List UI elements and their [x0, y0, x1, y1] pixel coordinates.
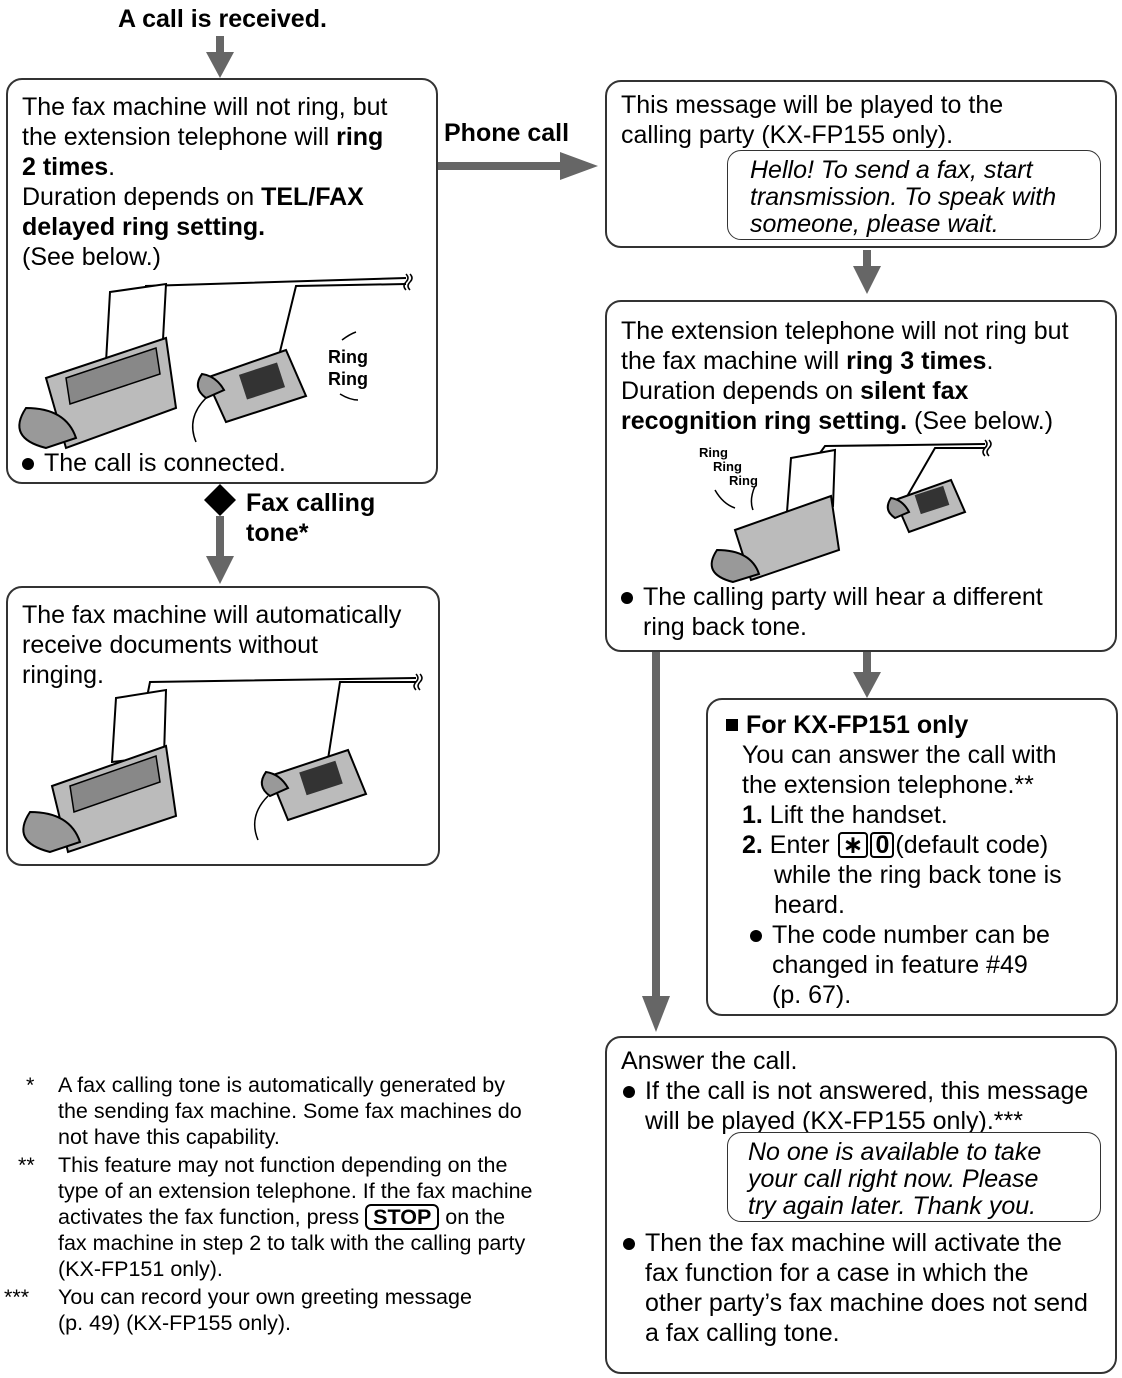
box-phone-ring: The fax machine will not ring, but the e…: [6, 78, 438, 484]
footnote-1: * A fax calling tone is automatically ge…: [26, 1073, 522, 1149]
box-d-emph: ring 3 times: [846, 347, 987, 375]
box-a-line: the extension telephone will: [22, 123, 337, 151]
stop-key-icon: STOP: [365, 1204, 440, 1230]
branch-phone-call-label: Phone call: [444, 119, 570, 147]
box-e-step-cont: heard.: [774, 891, 845, 919]
box-e-bullet: The code number can be: [748, 920, 1116, 950]
footnotes: * A fax calling tone is automatically ge…: [0, 1072, 590, 1336]
box-e-bullet-cont: (p. 67).: [772, 981, 852, 1009]
box-answer-call: Answer the call. If the call is not answ…: [605, 1036, 1117, 1374]
box-c-line: This message will be played to the: [621, 91, 1004, 119]
box-a-emph: TEL/FAX: [261, 183, 364, 211]
box-a-emph: ring: [336, 123, 384, 151]
box-f-bullet: Then the fax machine will activate the: [621, 1228, 1117, 1258]
footnote-2: ** This feature may not function dependi…: [18, 1153, 533, 1281]
box-d-line: The extension telephone will not ring bu…: [621, 317, 1069, 345]
box-e-bullet-cont: changed in feature #49: [772, 951, 1028, 979]
box-f-bullet-cont: fax function for a case in which the: [645, 1259, 1029, 1287]
box-f-bullet: If the call is not answered, this messag…: [621, 1076, 1117, 1106]
box-e-line: the extension telephone.**: [742, 771, 1034, 799]
box-e-step: Enter: [762, 831, 837, 859]
arrow-fax-calling-tone: [204, 484, 236, 584]
square-bullet-icon: [726, 719, 738, 731]
star-key-icon: ∗: [837, 832, 869, 858]
greeting-message-bubble: Hello! To send a fax, start transmission…: [727, 150, 1101, 240]
box-d-bullet: The calling party will hear a different: [619, 582, 1043, 612]
box-fax-receive: The fax machine will automatically recei…: [6, 586, 440, 866]
box-d-line: the fax machine will: [621, 347, 847, 375]
fax-and-phone-illustration: [710, 439, 992, 584]
box-d-bullet-cont: ring back tone.: [643, 613, 807, 641]
box-b-line: ringing.: [22, 661, 104, 689]
box-a-bullet: The call is connected.: [20, 448, 286, 478]
box-a-emph: 2 times: [22, 153, 109, 181]
footnote-3: *** You can record your own greeting mes…: [4, 1285, 472, 1335]
box-e-line: You can answer the call with: [742, 741, 1057, 769]
fax-and-phone-illustration: [22, 673, 423, 854]
box-b-line: The fax machine will automatically: [22, 601, 402, 629]
box-a-line: .: [108, 153, 116, 181]
arrow-box-c-to-box-d: [853, 250, 881, 294]
box-d-emph: recognition ring setting.: [621, 407, 908, 435]
branch-fax-calling-tone-label: Fax calling tone*: [246, 489, 376, 547]
box-e-title: For KX-FP151 only: [746, 711, 969, 739]
ring-text: Ring Ring Ring: [699, 445, 758, 488]
box-c-line: calling party (KX-FP155 only).: [621, 121, 954, 149]
box-silent-fax-recognition: The extension telephone will not ring bu…: [605, 300, 1117, 652]
box-a-emph: delayed ring setting.: [22, 213, 266, 241]
zero-key-icon: 0: [870, 832, 895, 858]
box-greeting-message: This message will be played to the calli…: [605, 80, 1117, 248]
box-kx-fp151-only: For KX-FP151 only You can answer the cal…: [706, 698, 1118, 1016]
box-e-step-cont: while the ring back tone is: [774, 861, 1062, 889]
arrow-phone-call: [438, 152, 598, 180]
arrow-start-to-box-a: [206, 36, 234, 78]
box-e-step: Lift the handset.: [762, 801, 948, 829]
box-d-line: (See below.): [907, 407, 1054, 435]
box-d-line: Duration depends on: [621, 377, 861, 405]
box-f-bullet-cont: other party’s fax machine does not send: [645, 1289, 1088, 1317]
box-d-emph: silent fax: [860, 377, 969, 405]
box-a-line: The fax machine will not ring, but: [22, 93, 388, 121]
box-b-line: receive documents without: [22, 631, 318, 659]
box-f-line: Answer the call.: [621, 1047, 798, 1075]
box-a-line: (See below.): [22, 243, 161, 271]
box-f-bullet-cont: will be played (KX-FP155 only).***: [645, 1107, 1023, 1135]
arrow-box-d-to-box-e: [853, 652, 881, 698]
no-answer-message-bubble: No one is available to take your call ri…: [727, 1132, 1101, 1222]
ring-text: Ring Ring: [328, 347, 368, 389]
arrow-box-d-to-box-f: [642, 652, 670, 1032]
box-a-line: Duration depends on: [22, 183, 262, 211]
fax-and-phone-illustration: [18, 273, 413, 450]
box-f-bullet-cont: a fax calling tone.: [645, 1319, 840, 1347]
diamond-icon: [204, 484, 236, 516]
start-label: A call is received.: [118, 5, 327, 33]
